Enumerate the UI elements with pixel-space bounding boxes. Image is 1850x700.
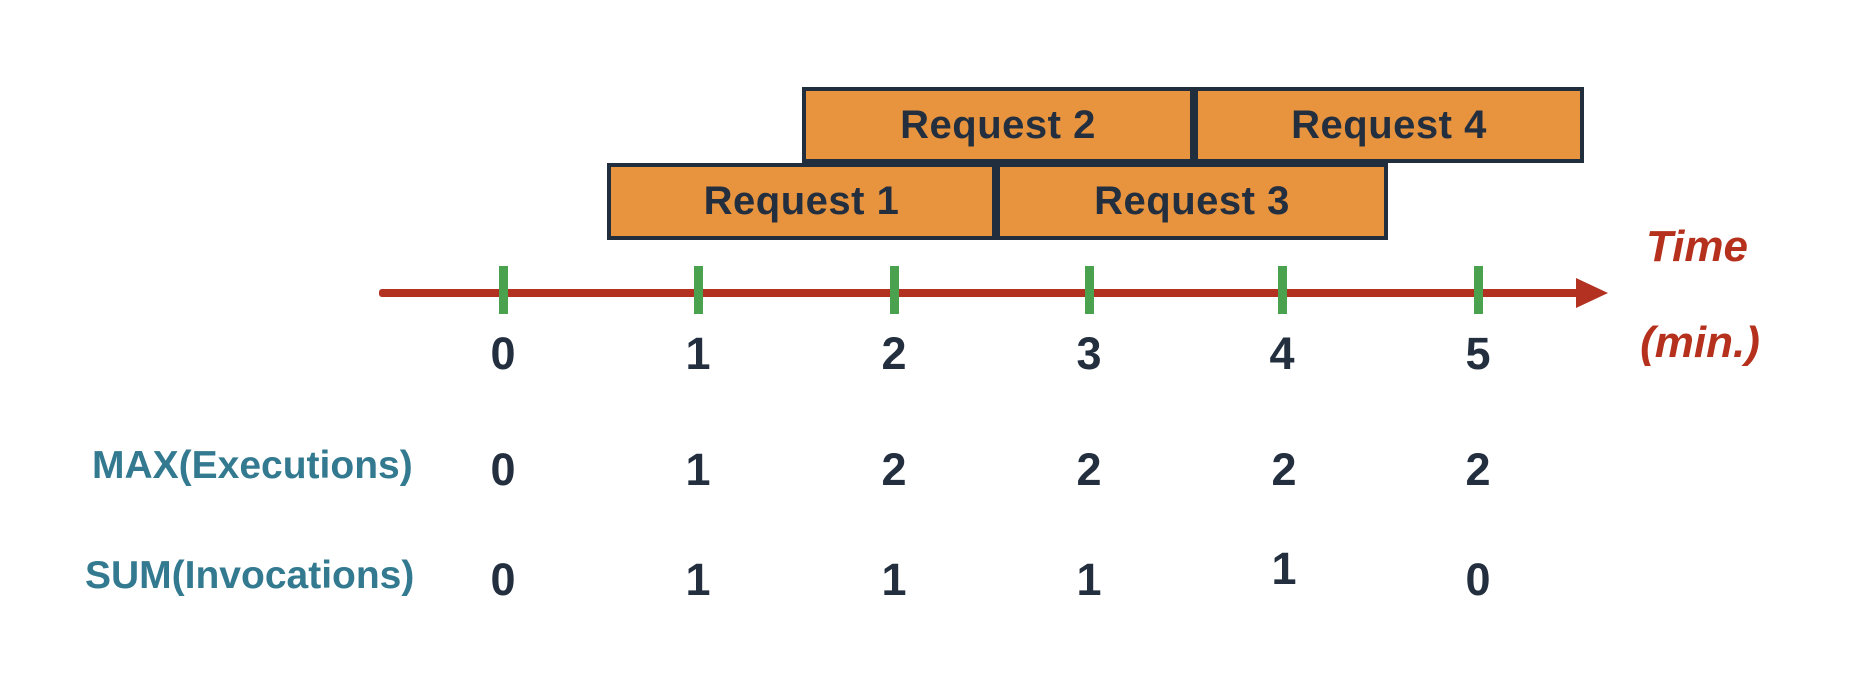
tick-label-5: 5 xyxy=(1465,328,1491,379)
sum-value-0: 0 xyxy=(490,554,516,605)
tick-mark-2 xyxy=(890,266,899,314)
tick-label-4: 4 xyxy=(1269,328,1295,379)
request-1-label: Request 1 xyxy=(703,179,900,223)
tick-mark-1 xyxy=(694,266,703,314)
tick-mark-0 xyxy=(499,266,508,314)
max-value-5: 2 xyxy=(1465,444,1491,495)
max-executions-label: MAX(Executions) xyxy=(92,444,413,487)
time-axis-caption-line1: Time xyxy=(1646,222,1748,271)
tick-mark-4 xyxy=(1278,266,1287,314)
sum-value-4: 1 xyxy=(1271,543,1297,594)
max-value-0: 0 xyxy=(490,444,516,495)
request-2-label: Request 2 xyxy=(900,102,1096,147)
tick-label-0: 0 xyxy=(490,328,516,379)
request-4-label: Request 4 xyxy=(1291,102,1487,147)
max-value-3: 2 xyxy=(1076,444,1102,495)
time-axis-line xyxy=(379,289,1579,297)
max-value-1: 1 xyxy=(685,444,711,495)
request-3-bar: Request 3 xyxy=(996,163,1388,240)
request-3-label: Request 3 xyxy=(1094,179,1290,223)
sum-value-1: 1 xyxy=(685,554,711,605)
tick-mark-5 xyxy=(1474,266,1483,314)
sum-invocations-label: SUM(Invocations) xyxy=(85,554,415,597)
tick-label-2: 2 xyxy=(881,328,907,379)
time-axis-arrowhead-icon xyxy=(1576,278,1608,308)
request-2-bar: Request 2 xyxy=(802,87,1194,163)
sum-value-5: 0 xyxy=(1465,554,1491,605)
request-4-bar: Request 4 xyxy=(1194,87,1584,163)
sum-value-3: 1 xyxy=(1076,554,1102,605)
max-value-2: 2 xyxy=(881,444,907,495)
tick-label-3: 3 xyxy=(1076,328,1102,379)
tick-mark-3 xyxy=(1085,266,1094,314)
tick-label-1: 1 xyxy=(685,328,711,379)
max-value-4: 2 xyxy=(1271,444,1297,495)
sum-value-2: 1 xyxy=(881,554,907,605)
time-axis-caption-line2: (min.) xyxy=(1640,318,1760,367)
request-1-bar: Request 1 xyxy=(607,163,996,240)
